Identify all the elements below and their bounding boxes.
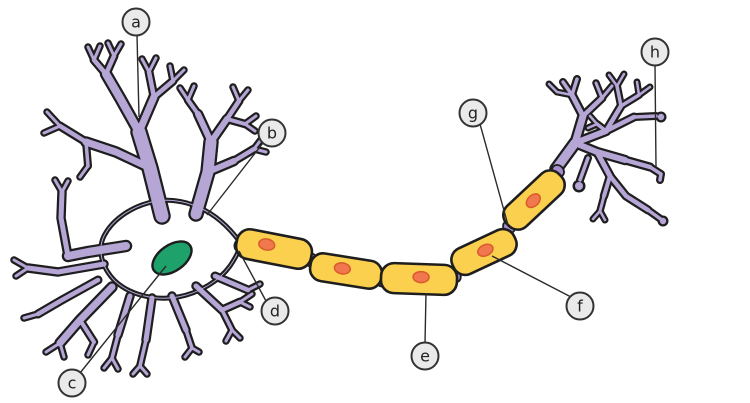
- label-a: a: [121, 7, 151, 37]
- label-c-circle: [57, 368, 87, 398]
- myelin-segment-2: [308, 252, 384, 290]
- leader-line-g: [479, 123, 509, 226]
- label-d-letter: d: [270, 302, 280, 321]
- label-g: g: [458, 98, 488, 128]
- schwann-cell-nucleus: [333, 262, 352, 275]
- schwann-cell-nucleus: [258, 238, 276, 251]
- schwann-cell-nucleus: [477, 243, 494, 258]
- leader-line-d: [238, 250, 267, 302]
- label-g-letter: g: [468, 104, 478, 123]
- leader-line-a: [136, 34, 140, 118]
- leader-line-e: [424, 292, 427, 344]
- leader-line-c: [79, 265, 167, 374]
- label-c-letter: c: [68, 374, 77, 393]
- label-f-letter: f: [577, 297, 583, 316]
- label-e-circle: [410, 341, 440, 371]
- label-d: d: [260, 296, 290, 326]
- cell-fill-layer: [12, 41, 667, 376]
- label-d-circle: [260, 296, 290, 326]
- schwann-cell-nucleus: [412, 270, 430, 284]
- label-b-letter: b: [267, 124, 277, 143]
- leader-line-b: [206, 142, 264, 216]
- label-b-circle: [257, 118, 287, 148]
- label-h: h: [640, 37, 670, 67]
- myelin-segment-3: [379, 261, 459, 297]
- myelin-segment-4: [450, 227, 518, 277]
- leader-lines: [79, 34, 657, 374]
- label-b: b: [257, 118, 287, 148]
- label-a-letter: a: [131, 13, 141, 32]
- label-h-letter: h: [650, 43, 660, 62]
- leader-line-h: [654, 64, 657, 168]
- label-f: f: [565, 291, 595, 321]
- label-e-letter: e: [420, 347, 430, 366]
- myelin-segment-1: [234, 227, 314, 271]
- label-h-circle: [640, 37, 670, 67]
- leader-line-f: [491, 255, 572, 298]
- label-g-circle: [458, 98, 488, 128]
- label-f-circle: [565, 291, 595, 321]
- label-a-circle: [121, 7, 151, 37]
- labels: a b c d e f g h: [57, 7, 670, 398]
- myelin-sheath: [234, 169, 567, 297]
- label-e: e: [410, 341, 440, 371]
- nucleus: [151, 240, 193, 276]
- myelin-segment-5: [501, 169, 567, 231]
- label-c: c: [57, 368, 87, 398]
- schwann-cell-nucleus: [525, 193, 541, 209]
